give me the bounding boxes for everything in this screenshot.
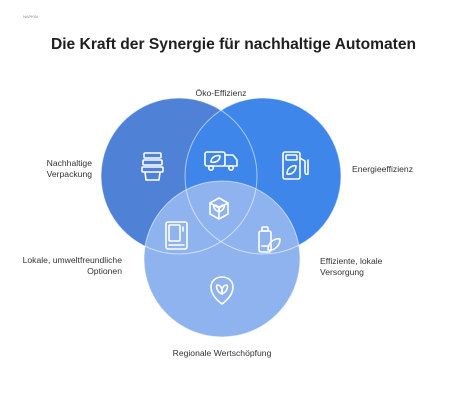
label-energy-efficiency: Energieeffizienz (352, 164, 413, 174)
circle-value (144, 181, 300, 337)
outline-energy (184, 97, 342, 255)
page-title: Die Kraft der Synergie für nachhaltige A… (50, 36, 417, 53)
label-local-eco-options: Lokale, umweltfreundliche Optionen (22, 255, 122, 276)
stacked-cups-icon (141, 152, 164, 181)
outline-packaging (100, 97, 258, 255)
label-eco-efficiency: Öko-Effizienz (195, 88, 247, 98)
box-sprout-icon (209, 197, 229, 220)
delivery-truck-leaf-icon (204, 151, 238, 172)
brand-logo: NAPKIN (23, 14, 38, 19)
location-pin-leaf-icon (210, 276, 234, 305)
fuel-pump-leaf-icon (282, 151, 309, 180)
label-efficient-local-supply: Effiziente, lokale Versorgung (320, 256, 383, 277)
label-sustainable-packaging: Nachhaltige Verpackung (46, 158, 92, 179)
vending-machine-icon (165, 221, 188, 250)
outline-value (143, 180, 301, 338)
battery-leaf-icon (258, 226, 281, 253)
label-regional-value-creation: Regionale Wertschöpfung (172, 348, 272, 358)
